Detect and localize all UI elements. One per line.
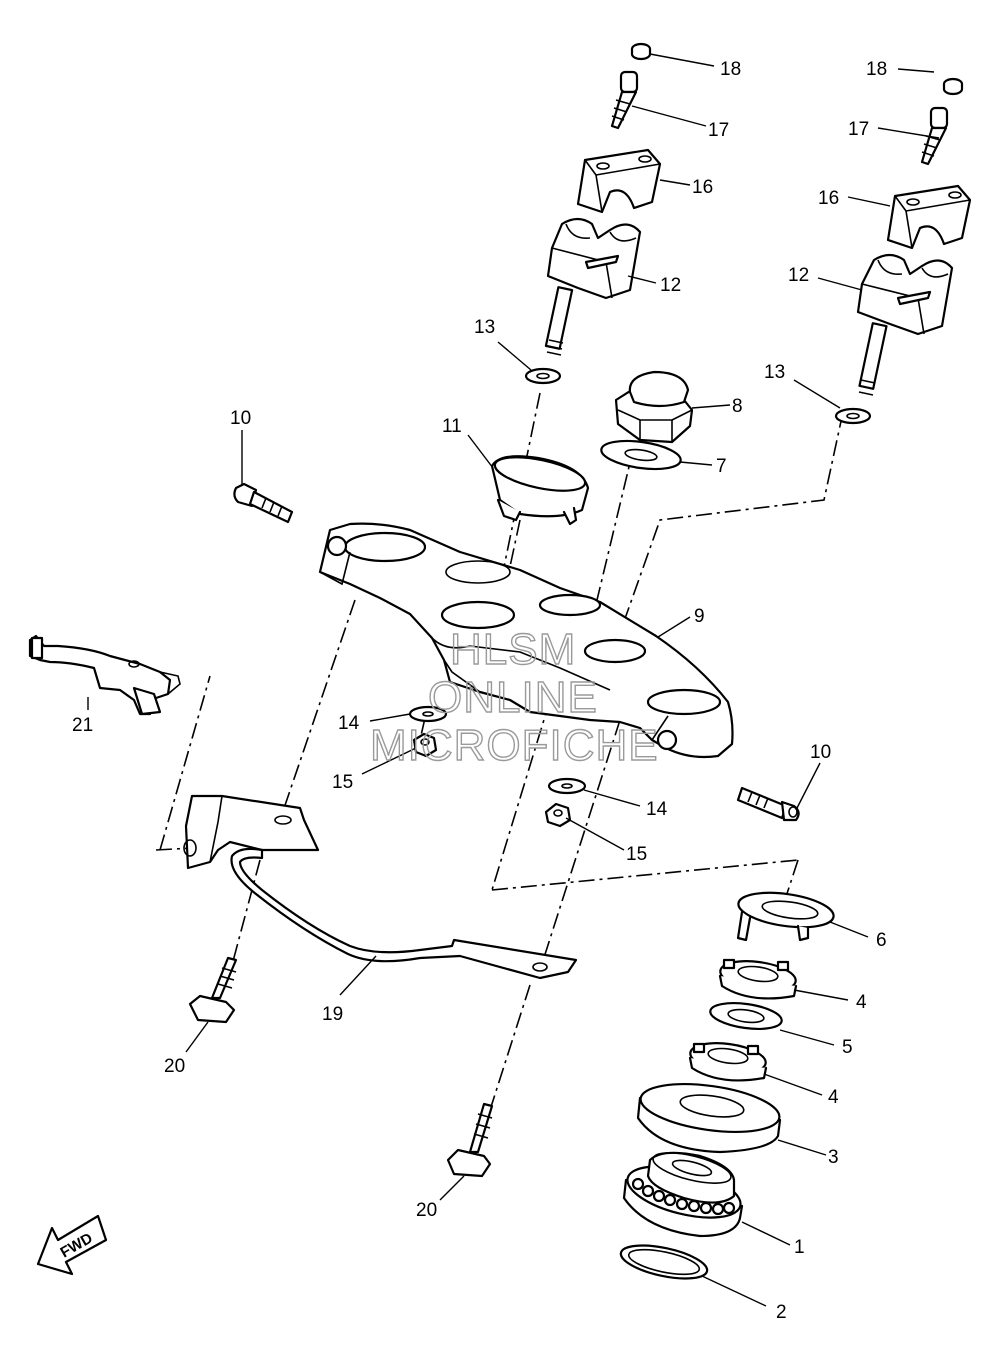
callout-9: 9 — [694, 606, 705, 627]
callout-15-left: 15 — [332, 772, 353, 793]
steering-nut-8 — [614, 370, 694, 444]
cap-11 — [490, 455, 590, 526]
callout-11: 11 — [442, 416, 462, 437]
callout-16-right: 16 — [818, 188, 839, 209]
ring-nut-4-lower — [688, 1042, 768, 1082]
callout-3: 3 — [828, 1147, 839, 1168]
seal-2 — [619, 1244, 709, 1280]
callout-6: 6 — [876, 930, 887, 951]
callout-14-right: 14 — [646, 799, 668, 820]
nut-15-left — [412, 732, 438, 758]
nut-15-right — [544, 802, 572, 828]
cap-18-right — [942, 77, 964, 96]
callout-15-right: 15 — [626, 844, 647, 865]
callout-18-right: 18 — [866, 59, 887, 80]
washer-13-right — [834, 407, 872, 425]
cable-clamp-21 — [28, 634, 181, 716]
callout-4-lower: 4 — [828, 1087, 839, 1108]
bracket-stay — [183, 794, 320, 870]
callout-16-left: 16 — [692, 177, 713, 198]
bolt-10-left — [233, 482, 294, 524]
callout-5: 5 — [842, 1037, 853, 1058]
callout-1: 1 — [794, 1237, 805, 1258]
washer-14-right — [547, 777, 587, 795]
leader-lines — [87, 53, 940, 1307]
stay-19 — [230, 847, 578, 980]
cap-18-left — [630, 42, 652, 61]
callout-labels: 18 18 17 17 16 16 12 12 13 13 8 7 10 11 … — [72, 59, 887, 1323]
washer-7 — [600, 439, 682, 471]
lower-holder-12-left — [544, 217, 642, 356]
bolt-10-right — [736, 786, 800, 822]
watermark-line-1: HLSM — [450, 625, 576, 674]
callout-13-left: 13 — [474, 317, 495, 338]
callout-12-right: 12 — [788, 265, 809, 286]
washer-5 — [709, 1002, 783, 1030]
upper-holder-16-right — [886, 184, 972, 250]
lower-holder-12-right — [856, 253, 954, 396]
callout-20-right: 20 — [416, 1200, 437, 1221]
watermark: HLSM ONLINE MICROFICHE — [369, 624, 659, 770]
callout-18-left: 18 — [720, 59, 741, 80]
upper-bracket-9 — [318, 522, 734, 759]
callout-17-right: 17 — [848, 119, 869, 140]
watermark-line-2: ONLINE — [428, 673, 598, 722]
callout-12-left: 12 — [660, 275, 681, 296]
callout-4-upper: 4 — [856, 992, 867, 1013]
callout-13-right: 13 — [764, 362, 785, 383]
callout-2: 2 — [776, 1302, 787, 1323]
watermark-line-3: MICROFICHE — [370, 721, 659, 770]
callout-19: 19 — [322, 1004, 343, 1025]
callout-14-left: 14 — [338, 713, 360, 734]
callout-10-left: 10 — [230, 408, 251, 429]
dust-seal-3 — [636, 1083, 782, 1154]
callout-7: 7 — [716, 456, 727, 477]
callout-21: 21 — [72, 715, 93, 736]
callout-8: 8 — [732, 396, 743, 417]
bolt-20-left — [188, 956, 238, 1024]
lock-washer-6 — [736, 891, 835, 942]
bolt-20-right — [446, 1102, 494, 1178]
bolt-17-left — [610, 70, 639, 130]
callout-20-left: 20 — [164, 1056, 185, 1077]
washer-13-left — [524, 367, 562, 385]
bolt-17-right — [920, 106, 949, 166]
bearing-1 — [622, 1151, 744, 1238]
callout-17-left: 17 — [708, 120, 729, 141]
ring-nut-4-upper — [718, 958, 798, 1000]
callout-10-right: 10 — [810, 742, 831, 763]
upper-holder-16-left — [576, 148, 662, 214]
fwd-arrow-icon: FWD — [36, 1214, 108, 1276]
